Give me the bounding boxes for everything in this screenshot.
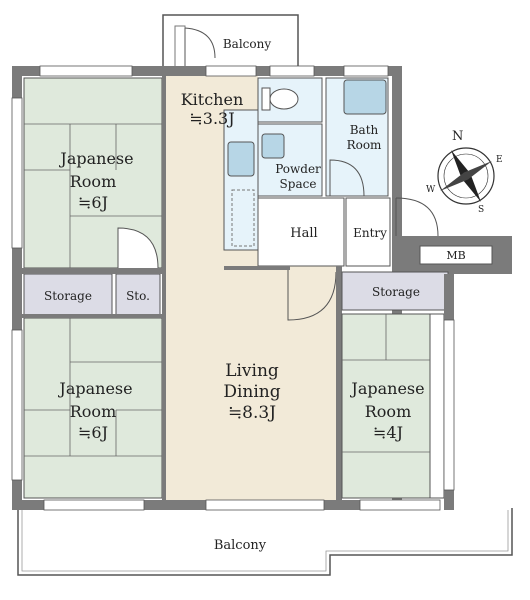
- entry-label: Entry: [353, 226, 387, 240]
- japanese-bottom-left-line2: Room: [70, 402, 116, 421]
- living-size: ≒8.3J: [228, 403, 276, 423]
- japanese-right-line1: Japanese: [349, 379, 424, 398]
- japanese-top-left-size: ≒6J: [78, 193, 108, 212]
- japanese-right-line2: Room: [365, 402, 411, 421]
- balcony-bottom: Balcony: [17, 508, 513, 576]
- japanese-top-left-line2: Room: [70, 172, 116, 191]
- balcony-top: Balcony: [162, 14, 299, 68]
- compass-n: N: [452, 129, 463, 144]
- storage-left: Storage: [23, 273, 113, 317]
- bath-line2: Room: [347, 138, 382, 152]
- compass-e: E: [496, 155, 503, 165]
- compass-s: S: [478, 205, 484, 215]
- kitchen-size: ≒3.3J: [189, 109, 234, 128]
- balcony-top-label: Balcony: [223, 37, 271, 51]
- japanese-bottom-left-size: ≒6J: [78, 423, 108, 442]
- meter-box: MB: [419, 245, 493, 265]
- japanese-room-bottom-left: Japanese Room ≒6J: [23, 317, 163, 499]
- balcony-bottom-label: Balcony: [214, 538, 267, 553]
- powder-line2: Space: [280, 177, 317, 191]
- toilet-room: [257, 77, 323, 123]
- living-line2: Dining: [223, 382, 280, 402]
- mb-label: MB: [446, 249, 465, 262]
- kitchen-name: Kitchen: [181, 90, 244, 109]
- kitchen-counter: [223, 109, 259, 251]
- japanese-top-left-line1: Japanese: [58, 149, 133, 168]
- storage-right-label: Storage: [372, 285, 420, 299]
- storage-left-label: Storage: [44, 289, 92, 303]
- living-line1: Living: [225, 361, 279, 381]
- japanese-bottom-left-line1: Japanese: [57, 379, 132, 398]
- japanese-right-size: ≒4J: [373, 423, 403, 442]
- hall: Hall: [257, 197, 345, 267]
- japanese-room-right: Japanese Room ≒4J: [341, 313, 445, 499]
- kitchen-label: Kitchen ≒3.3J: [181, 90, 244, 128]
- living-dining-area: [166, 76, 336, 500]
- storage-right: Storage: [341, 271, 449, 311]
- bath-room: Bath Room: [325, 77, 389, 197]
- compass-w: W: [426, 185, 436, 195]
- storage-small: Sto.: [115, 273, 161, 317]
- living-label: Living Dining ≒8.3J: [223, 361, 280, 423]
- powder-line1: Powder: [275, 162, 321, 176]
- powder-space: Powder Space: [257, 123, 323, 197]
- compass-icon: N E S W: [426, 129, 503, 215]
- bath-line1: Bath: [350, 123, 379, 137]
- sto-label: Sto.: [126, 289, 150, 303]
- entry: Entry: [345, 197, 439, 267]
- hall-label: Hall: [290, 226, 317, 241]
